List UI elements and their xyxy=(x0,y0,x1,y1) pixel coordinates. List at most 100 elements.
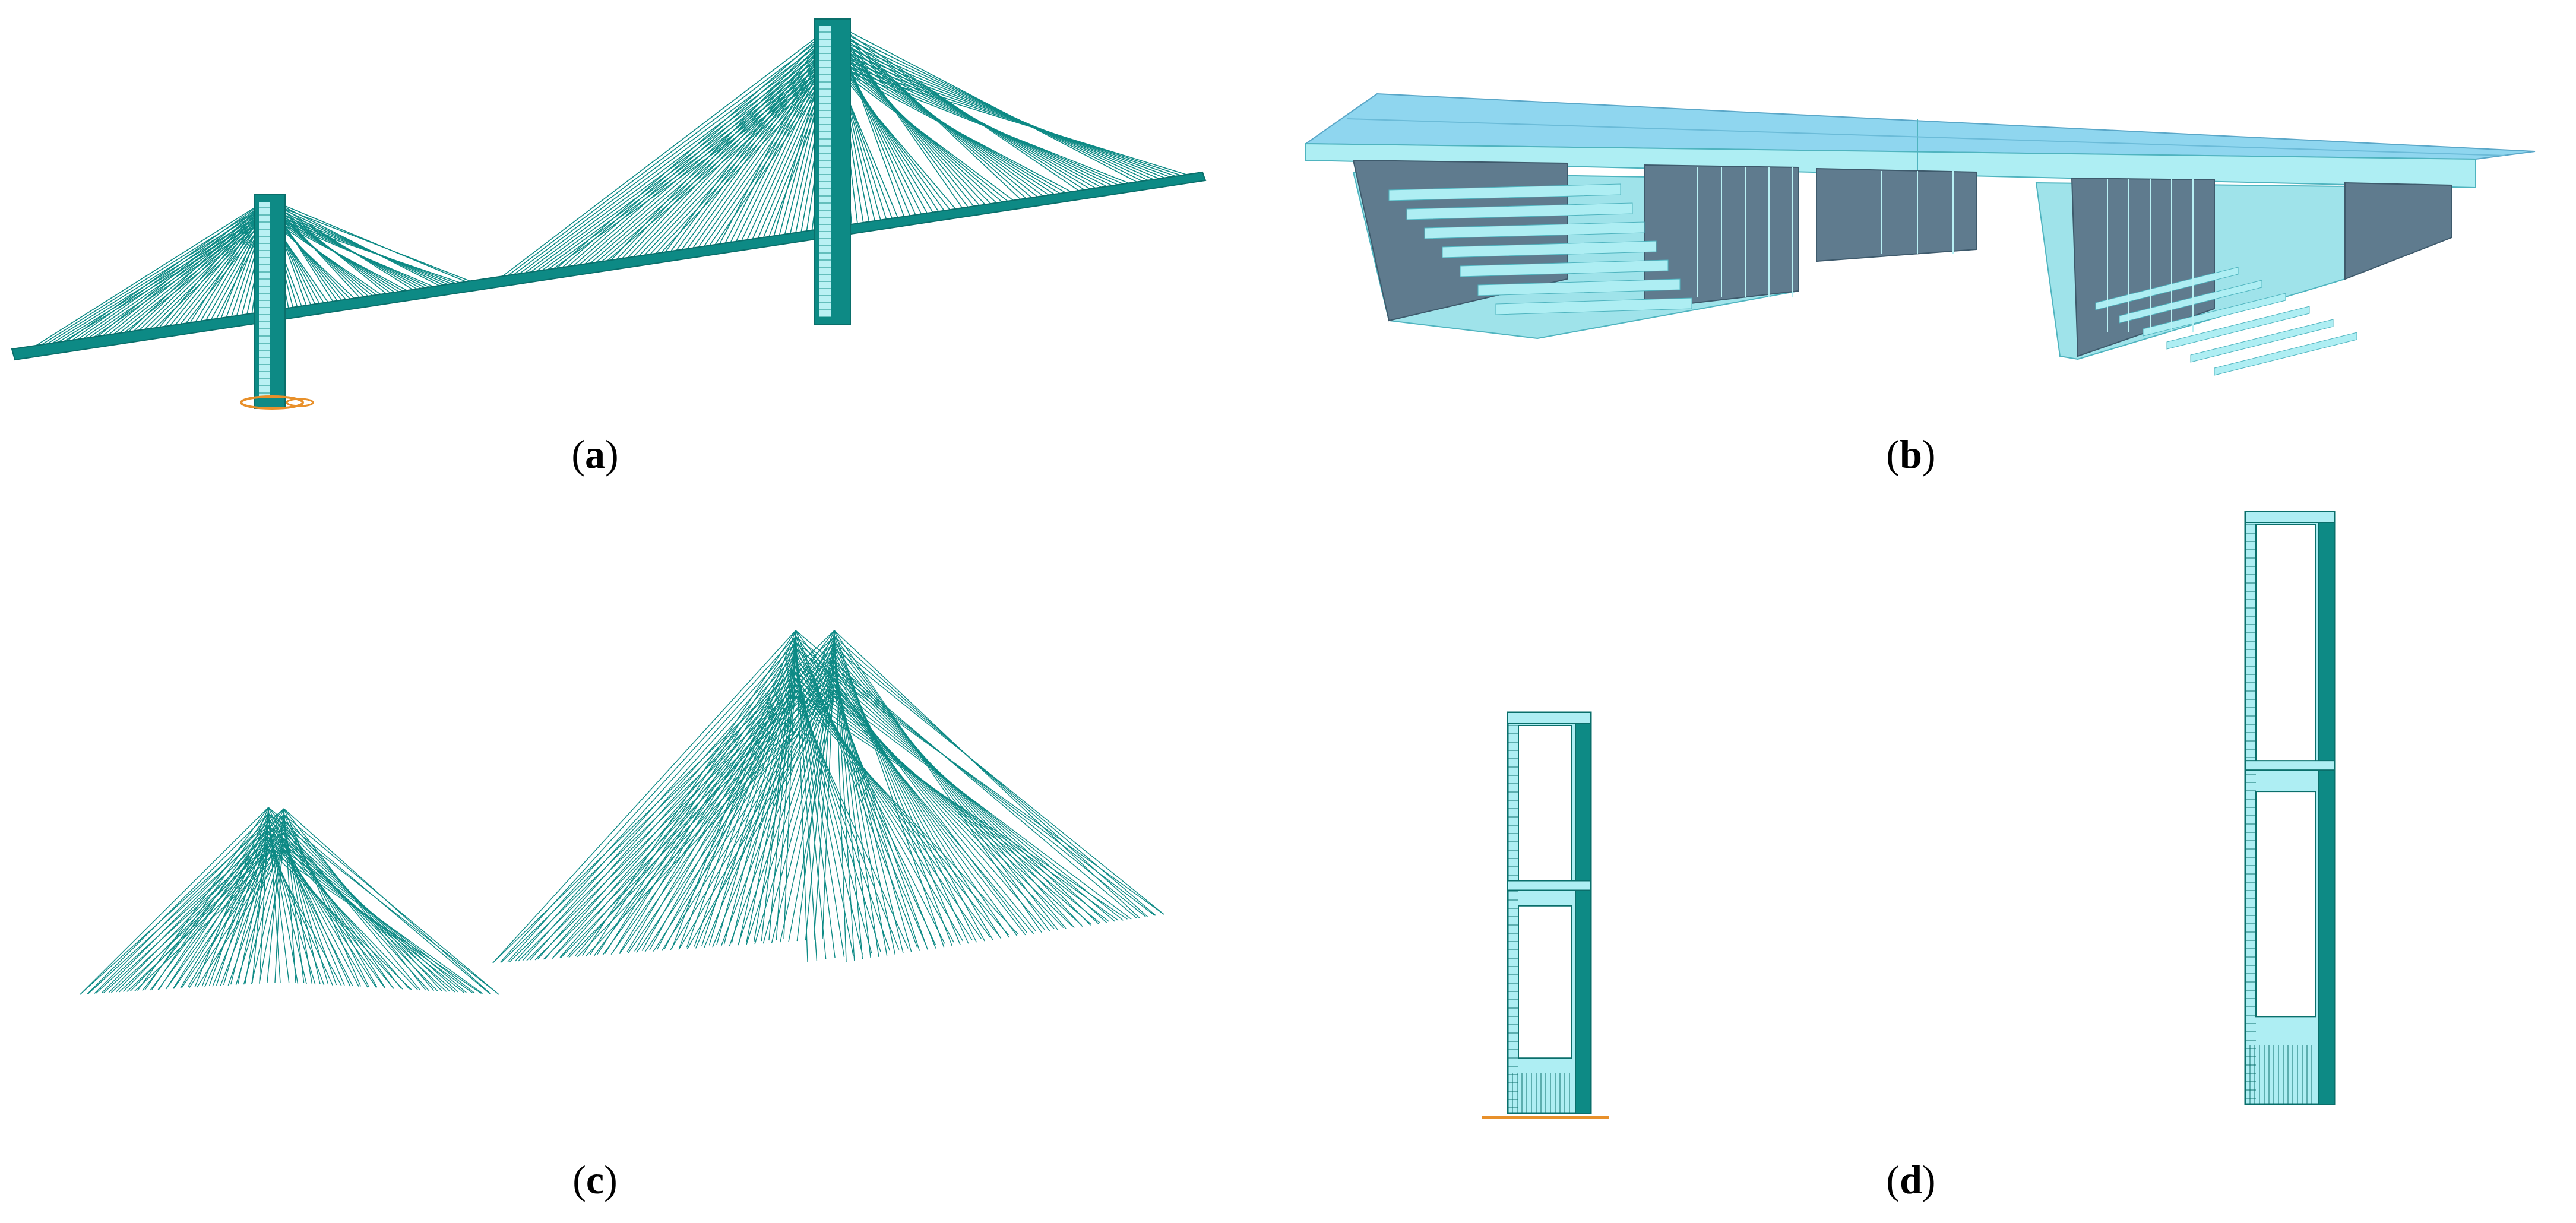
pylon-2-face xyxy=(819,26,831,317)
caption-b: (b) xyxy=(1886,432,1936,477)
stay-cable xyxy=(142,808,284,991)
stay-cable xyxy=(834,47,1176,183)
stay-cable xyxy=(704,61,835,252)
stay-cable xyxy=(582,630,796,956)
stay-cable xyxy=(501,636,835,963)
stay-cable xyxy=(121,198,269,340)
panel-c xyxy=(0,499,1288,1223)
stay-cable xyxy=(834,630,945,948)
stay-cable xyxy=(268,216,444,292)
stay-cable xyxy=(515,42,835,281)
stay-cable xyxy=(589,636,796,956)
stay-cable xyxy=(796,630,835,942)
pylon-2-cap xyxy=(2245,511,2335,523)
stay-cable xyxy=(283,808,296,983)
stay-cable xyxy=(552,671,835,959)
stay-cable xyxy=(268,202,482,286)
panel-b xyxy=(1288,0,2576,499)
stay-cable xyxy=(243,838,284,985)
girder-web xyxy=(1816,167,1977,262)
stay-cable xyxy=(88,198,269,344)
pylon-1-crossbeam xyxy=(1507,880,1591,891)
stay-cable xyxy=(822,648,835,940)
stay-cable xyxy=(795,630,1137,918)
stay-cable xyxy=(834,66,1140,188)
stay-cable xyxy=(283,850,483,994)
pylon-1-face xyxy=(259,202,270,398)
stay-cable xyxy=(795,636,1146,917)
stay-cable xyxy=(834,636,1148,917)
bridge-model-figure xyxy=(11,18,1207,410)
stay-cable xyxy=(795,695,909,949)
stay-cable xyxy=(834,52,1122,191)
stay-cable xyxy=(283,808,362,987)
stay-cable xyxy=(834,648,1164,915)
stay-cable xyxy=(834,683,1116,922)
stay-cable xyxy=(150,814,284,991)
stay-cable xyxy=(159,202,269,334)
panel-a xyxy=(0,0,1288,499)
pylon-2-crossbeam xyxy=(2245,760,2335,771)
stay-cable xyxy=(604,23,835,268)
stay-cable xyxy=(834,56,1128,190)
stay-cable xyxy=(283,850,353,986)
stay-cable xyxy=(560,677,835,959)
stay-cable xyxy=(834,683,1018,937)
stay-cable xyxy=(212,814,284,987)
stay-cable xyxy=(543,666,835,960)
stay-cable xyxy=(283,832,394,989)
stay-cable xyxy=(834,66,1080,197)
pylon-2-cell xyxy=(2255,524,2316,763)
stay-cable xyxy=(567,689,796,958)
stay-cable xyxy=(531,56,835,278)
stay-cable xyxy=(671,630,796,949)
stay-cable xyxy=(834,660,985,942)
stay-cable xyxy=(157,820,284,990)
stay-cable xyxy=(23,198,269,354)
stay-cable xyxy=(795,683,1000,937)
stay-cable xyxy=(834,677,1107,923)
pylon-towers-figure xyxy=(1482,511,2336,1119)
stay-cable xyxy=(267,808,284,983)
longitudinal-stiffener xyxy=(2095,267,2239,310)
stay-cable xyxy=(834,695,1132,920)
girder-web xyxy=(2344,182,2452,280)
stay-cable xyxy=(686,695,835,949)
stay-cable xyxy=(632,47,835,264)
stay-cable xyxy=(283,850,418,990)
stay-cable xyxy=(137,209,269,337)
stay-cable xyxy=(628,654,835,953)
stay-cable xyxy=(526,52,835,279)
stay-cable xyxy=(492,23,835,284)
caption-c: (c) xyxy=(572,1157,618,1202)
stay-cable xyxy=(776,642,796,940)
pylon-1-cell xyxy=(1518,905,1572,1059)
caption-d: (d) xyxy=(1886,1157,1936,1202)
stay-cable xyxy=(682,42,835,256)
stay-cable xyxy=(644,666,835,952)
stay-cable xyxy=(537,666,796,960)
stay-cable xyxy=(268,813,499,995)
stay-cable xyxy=(814,642,835,940)
stay-cable xyxy=(708,660,796,946)
stay-cable xyxy=(126,202,269,338)
stay-cable xyxy=(268,842,333,986)
stay-cable xyxy=(103,826,284,994)
stay-cable xyxy=(227,826,284,986)
stay-cable xyxy=(548,23,835,276)
stay-cable xyxy=(762,677,835,944)
stay-cable xyxy=(181,838,284,988)
stay-cable xyxy=(283,826,386,988)
stay-cable xyxy=(636,660,835,953)
stay-cable xyxy=(771,683,835,943)
longitudinal-stiffener xyxy=(1424,221,1645,239)
caption-d-letter: d xyxy=(1900,1157,1922,1202)
stay-cable xyxy=(565,37,835,274)
stay-cable xyxy=(834,42,1170,183)
stay-cable xyxy=(283,838,402,989)
longitudinal-stiffener xyxy=(2214,332,2357,376)
stay-cable xyxy=(834,66,1020,206)
longitudinal-stiffener xyxy=(2119,280,2262,324)
stay-cable xyxy=(268,198,477,287)
stay-cable xyxy=(834,33,979,212)
